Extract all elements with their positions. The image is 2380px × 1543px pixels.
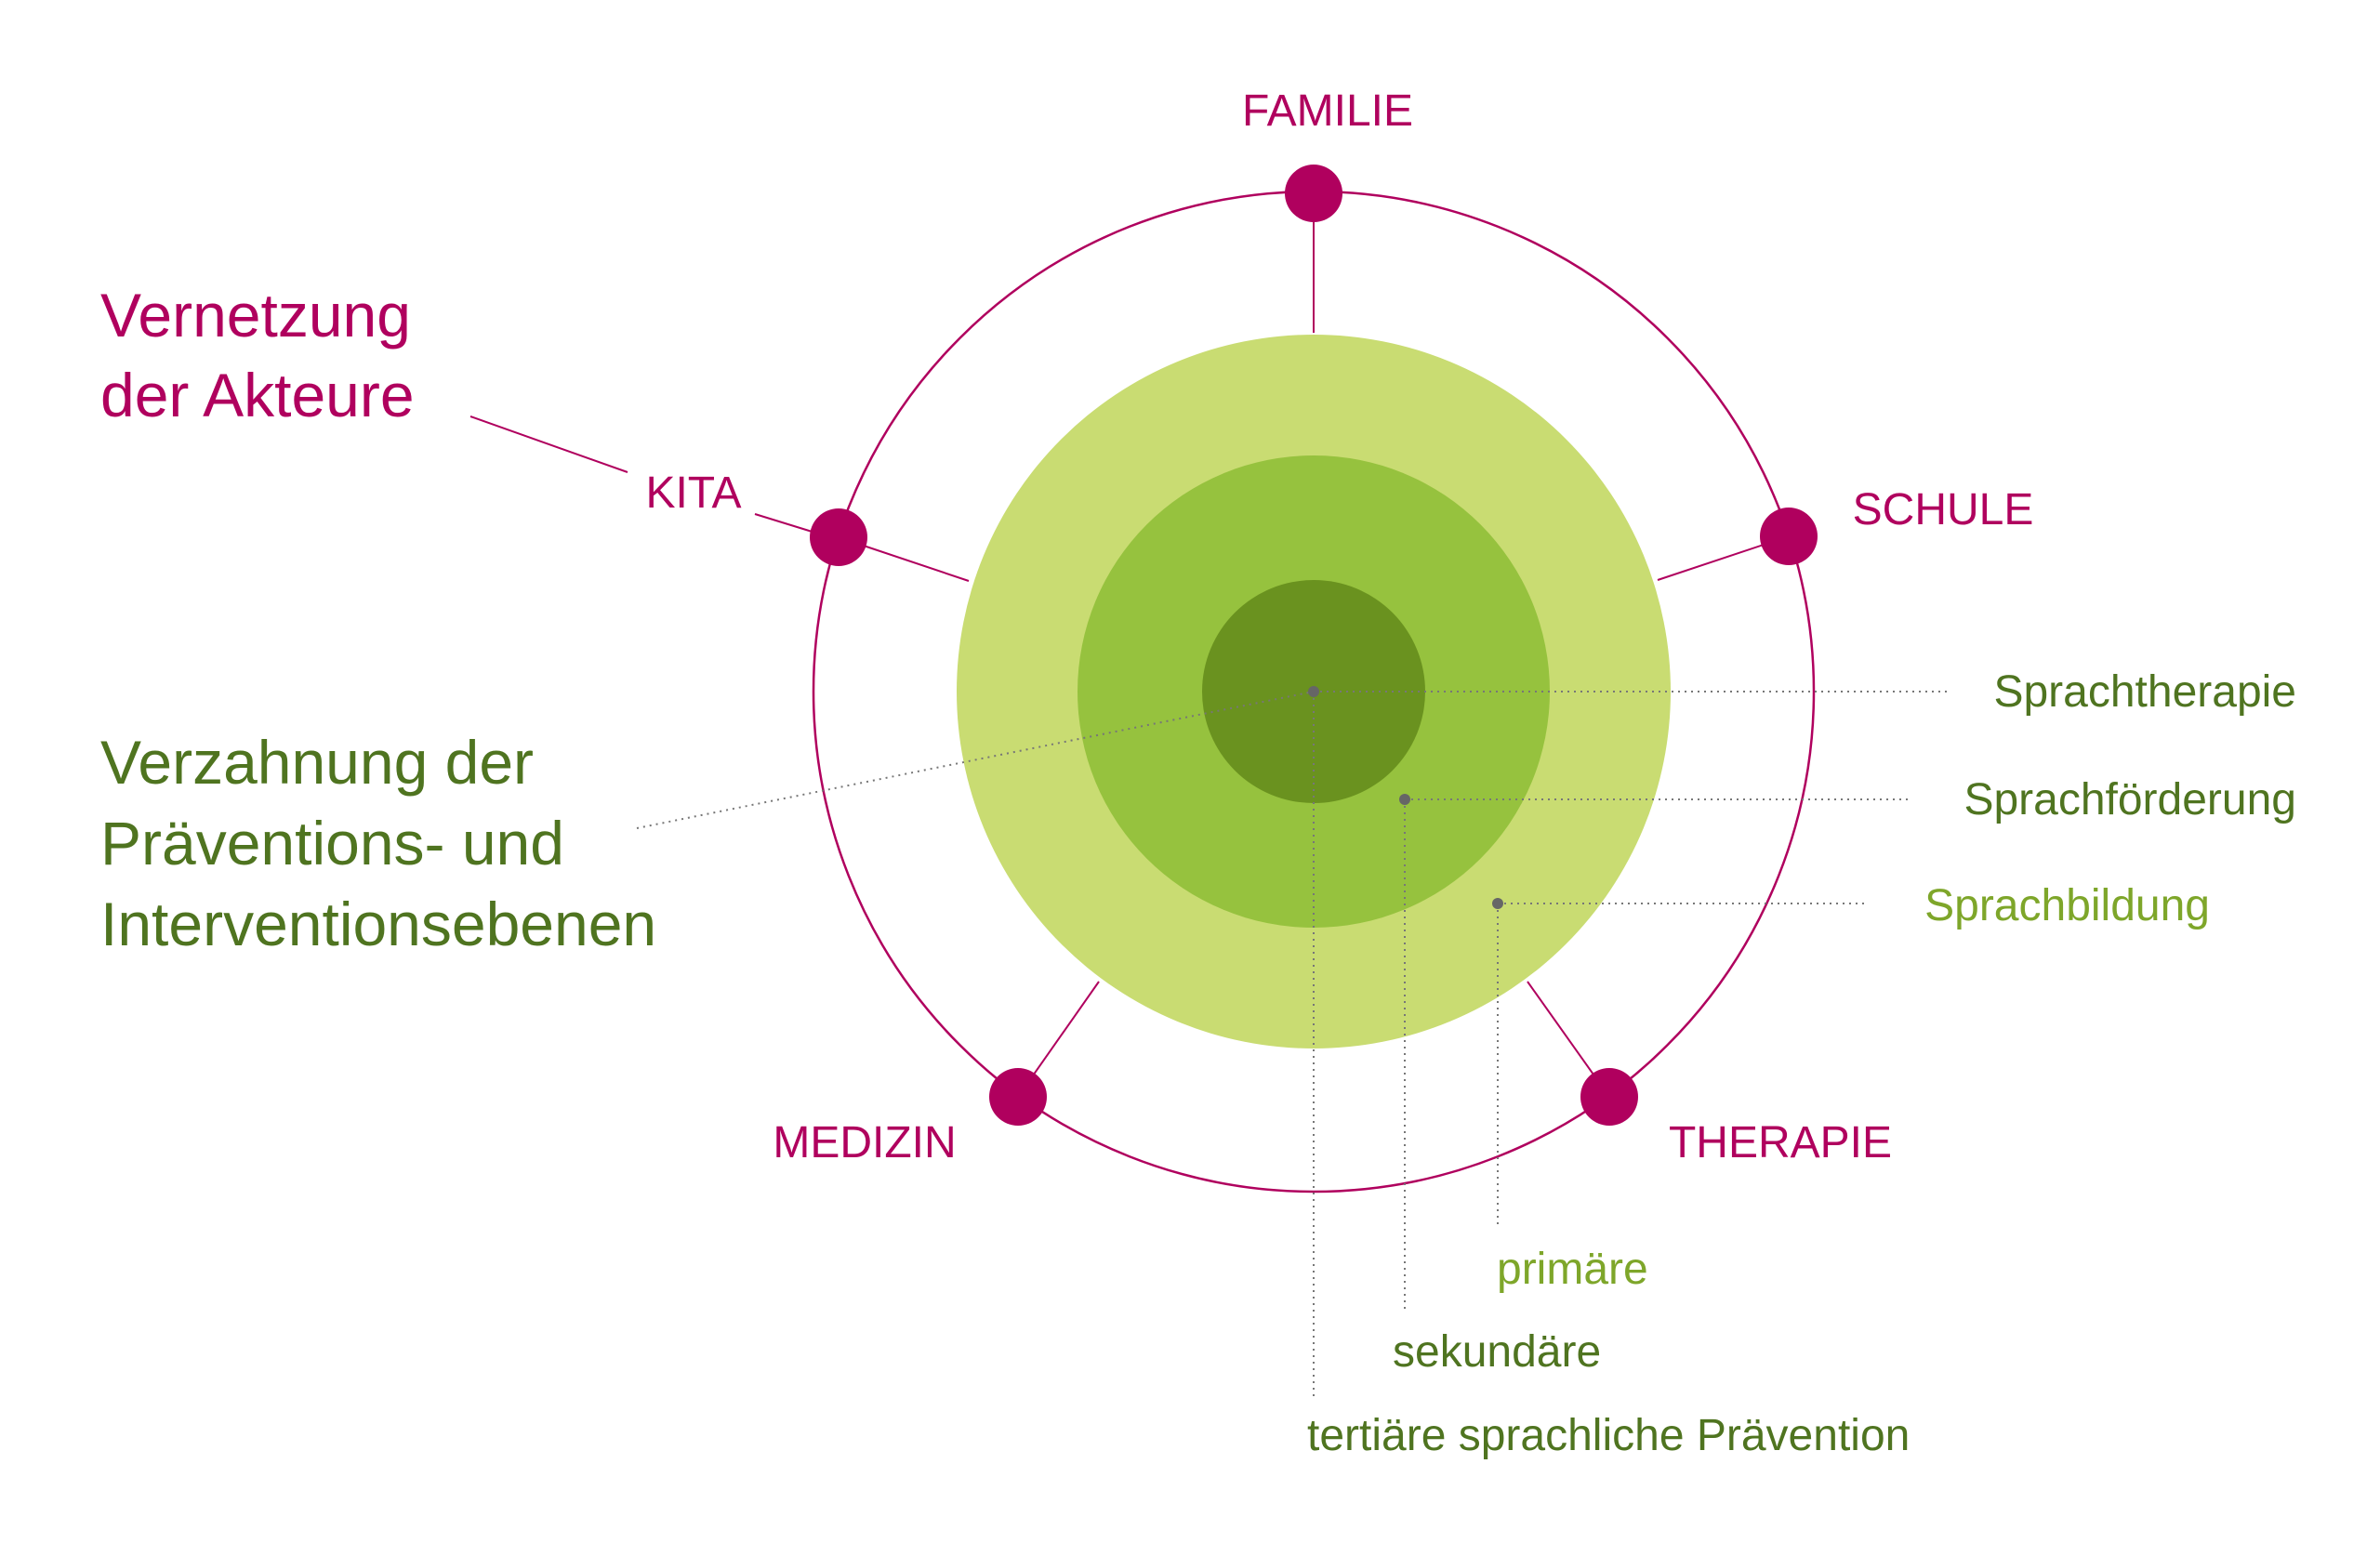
label-sprachfoerderung: Sprachförderung xyxy=(1964,775,2296,824)
levels-heading-line1: Verzahnung der xyxy=(100,728,534,797)
anchor-primary xyxy=(1492,898,1503,909)
node-medizin xyxy=(989,1068,1047,1126)
actors-heading-line2: der Akteure xyxy=(100,361,415,429)
label-sprachtherapie: Sprachtherapie xyxy=(1993,667,2296,717)
actors-heading-connector xyxy=(469,415,628,473)
label-familie: FAMILIE xyxy=(1242,86,1413,136)
node-familie xyxy=(1285,165,1342,222)
label-therapie: THERAPIE xyxy=(1669,1118,1892,1167)
label-primaer: primäre xyxy=(1497,1245,1648,1294)
leader-levels-heading xyxy=(636,691,1315,829)
label-sprachbildung: Sprachbildung xyxy=(1924,881,2210,930)
node-kita xyxy=(810,508,867,566)
levels-heading-line2: Präventions- und xyxy=(100,809,564,877)
kita-connector xyxy=(754,513,819,534)
label-tertiaer: tertiäre sprachliche Prävention xyxy=(1307,1411,1910,1460)
levels-heading-line3: Interventionsebenen xyxy=(100,890,656,958)
label-medizin: MEDIZIN xyxy=(773,1118,956,1167)
anchor-tertiary xyxy=(1308,686,1319,697)
node-schule xyxy=(1760,508,1818,565)
anchor-secondary xyxy=(1399,794,1410,805)
label-sekundaer: sekundäre xyxy=(1393,1327,1601,1377)
node-therapie xyxy=(1580,1068,1638,1126)
label-schule: SCHULE xyxy=(1853,485,2034,534)
actors-heading-line1: Vernetzung xyxy=(100,281,411,349)
label-kita: KITA xyxy=(645,468,741,518)
